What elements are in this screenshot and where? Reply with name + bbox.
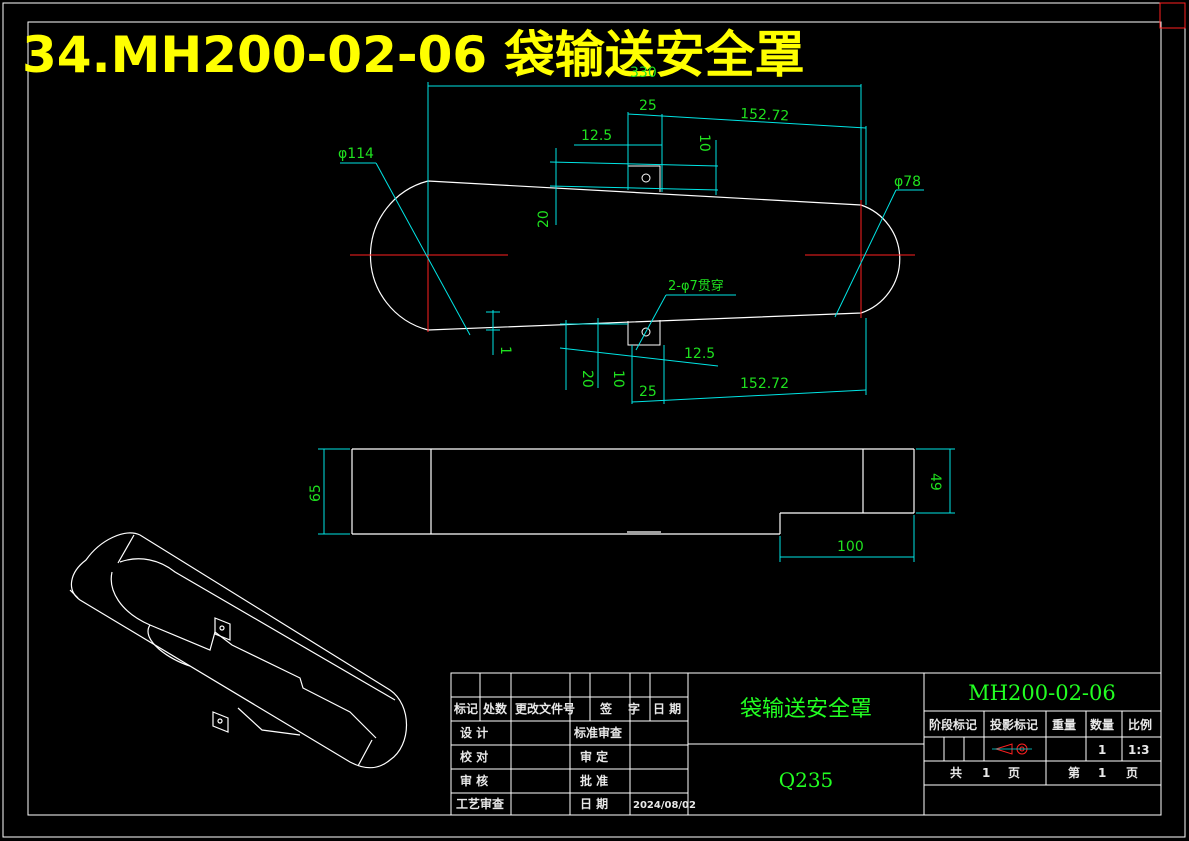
stage-mark-label: 阶段标记 xyxy=(929,717,977,732)
role-design: 设 计 xyxy=(460,725,488,740)
projection-symbol-icon xyxy=(992,743,1032,755)
title-block: 标记 处数 更改文件号 签 字 日 期 设 计 校 对 审 核 工艺审查 标准审… xyxy=(450,672,1162,816)
dim-depth-bottom: 20 xyxy=(579,370,595,388)
drawing-title: 34.MH200-02-06 袋输送安全罩 xyxy=(22,26,805,84)
tab-bottom xyxy=(627,320,661,346)
quantity-label: 数量 xyxy=(1090,717,1114,732)
projection-mark-label: 投影标记 xyxy=(990,717,1038,732)
dim-hole-y-top: 10 xyxy=(696,134,712,152)
title-block-frame xyxy=(450,672,1162,816)
label-date: 日 期 xyxy=(580,796,608,811)
dim-offset-bottom: 25 xyxy=(639,384,657,400)
top-view: 330 25 152.72 12.5 10 20 φ114 φ78 1 2-φ7… xyxy=(338,65,924,404)
dim-dia-right: φ78 xyxy=(894,174,921,190)
dim-depth-top: 20 xyxy=(536,210,552,228)
hdr-sign-1: 签 xyxy=(599,701,613,716)
dim-height-left: 65 xyxy=(308,484,324,502)
dim-overall-length: 330 xyxy=(630,65,657,81)
note-holes: 2-φ7贯穿 xyxy=(668,278,724,294)
sheet-no-prefix: 第 xyxy=(1068,765,1080,780)
sheet-no-value: 1 xyxy=(1098,766,1106,780)
top-view-outline xyxy=(369,180,901,331)
scale-label: 比例 xyxy=(1128,717,1152,732)
sheets-total-prefix: 共 xyxy=(950,765,962,780)
dim-offset-top: 25 xyxy=(639,98,657,114)
dim-dia-left: φ114 xyxy=(338,146,374,162)
role-check: 校 对 xyxy=(460,749,488,764)
dim-hole-y-bottom: 10 xyxy=(610,370,626,388)
dim-gap: 1 xyxy=(497,346,513,355)
dim-hole-x-bottom: 12.5 xyxy=(684,346,715,362)
label-std-review: 标准审查 xyxy=(573,725,623,740)
hole-bottom xyxy=(641,327,651,337)
material: Q235 xyxy=(779,768,834,792)
hdr-count: 处数 xyxy=(482,701,508,716)
drawing-number: MH200-02-06 xyxy=(968,681,1116,705)
isometric-view xyxy=(69,532,408,769)
hdr-change-doc: 更改文件号 xyxy=(515,701,575,716)
scale-value: 1:3 xyxy=(1128,743,1150,757)
value-date: 2024/08/02 xyxy=(633,800,696,811)
dim-hole-x-top: 12.5 xyxy=(581,128,612,144)
corner-marker xyxy=(1159,2,1186,29)
role-review: 审 核 xyxy=(460,773,488,788)
hdr-date: 日 期 xyxy=(653,701,681,716)
front-view-outline xyxy=(351,448,915,535)
role-process: 工艺审查 xyxy=(456,796,505,811)
front-view-dimension-lines xyxy=(318,448,955,562)
dim-width-tab: 100 xyxy=(837,539,864,555)
front-view: 65 49 100 xyxy=(308,448,955,562)
quantity-value: 1 xyxy=(1098,743,1106,757)
hdr-mark: 标记 xyxy=(453,701,478,716)
top-view-dimension-lines xyxy=(340,82,924,404)
dim-height-right: 49 xyxy=(927,473,943,491)
label-approve: 批 准 xyxy=(580,773,608,788)
sheet-no-suffix: 页 xyxy=(1126,766,1138,780)
dim-length-top: 152.72 xyxy=(740,106,790,125)
hole-top xyxy=(641,173,651,183)
hdr-sign-2: 字 xyxy=(628,701,640,716)
sheets-total-suffix: 页 xyxy=(1008,766,1020,780)
sheets-total-value: 1 xyxy=(982,766,990,780)
part-name: 袋输送安全罩 xyxy=(740,697,872,722)
label-audit: 审 定 xyxy=(580,749,608,764)
dim-length-bottom: 152.72 xyxy=(740,376,789,392)
weight-label: 重量 xyxy=(1052,717,1076,732)
